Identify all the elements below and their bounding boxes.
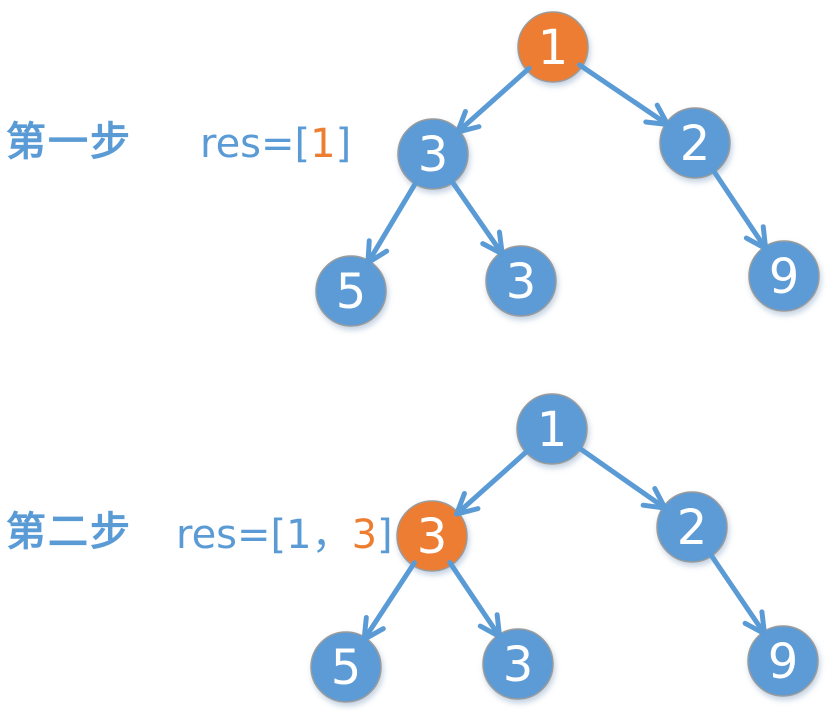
- edge-line: [494, 612, 503, 640]
- tree-node-value: 3: [417, 509, 448, 565]
- step-2-label: 第二步: [6, 509, 132, 555]
- edge-line: [365, 238, 372, 266]
- tree-node-value: 3: [418, 127, 449, 183]
- tree-node-value: 2: [680, 116, 711, 172]
- tree-node: [656, 491, 728, 563]
- edge-line: [455, 108, 468, 135]
- edge-line: [480, 241, 505, 257]
- tree-node: [310, 631, 382, 703]
- edge-line: [448, 177, 505, 257]
- edge-line: [365, 248, 390, 266]
- tree-node-value: 2: [677, 500, 708, 556]
- tree-edge-arrow: [448, 177, 505, 257]
- tree-node-value: 5: [336, 264, 367, 320]
- edge-line: [454, 447, 531, 517]
- edge-line: [455, 124, 482, 135]
- edge-line: [361, 615, 369, 642]
- edge-line: [365, 178, 420, 266]
- edge-line: [643, 119, 671, 128]
- step-1-result-text: res=[1]: [200, 122, 351, 166]
- res-prefix: res=[1，: [176, 512, 352, 558]
- edge-line: [743, 235, 769, 252]
- res-highlight-value: 1: [310, 121, 336, 167]
- edge-line: [361, 626, 386, 642]
- edge-line: [447, 560, 503, 640]
- edge-line: [496, 229, 505, 257]
- edge-line: [710, 167, 769, 252]
- tree-node-value: 1: [538, 20, 569, 76]
- res-suffix: ]: [377, 512, 393, 558]
- tree-node-highlighted: [396, 500, 468, 572]
- edge-line: [577, 62, 671, 128]
- tree-node-value: 1: [537, 402, 568, 458]
- tree-node: [659, 107, 731, 179]
- tree-node: [516, 393, 588, 465]
- tree-step-1: 1 3 2 5 3 9: [315, 11, 820, 327]
- tree-node: [397, 118, 469, 190]
- edge-line: [454, 490, 467, 517]
- tree-edge-arrow: [454, 447, 531, 517]
- edge-line: [640, 502, 668, 511]
- res-suffix: ]: [335, 121, 352, 167]
- tree-node-value: 3: [503, 637, 534, 693]
- step-1-label: 第一步: [6, 119, 132, 165]
- edge-line: [654, 102, 671, 128]
- tree-edge-arrow: [710, 167, 769, 252]
- tree-node-value: 5: [331, 640, 362, 696]
- tree-edge-arrow: [575, 444, 668, 511]
- tree-node-value: 3: [506, 254, 537, 310]
- tree-node: [748, 240, 820, 312]
- tree-node: [482, 628, 554, 700]
- tree-edge-arrow: [707, 550, 767, 637]
- tree-edge-arrow: [365, 178, 420, 266]
- edge-line: [477, 623, 503, 640]
- edge-line: [575, 444, 668, 511]
- tree-edge-arrow: [447, 560, 503, 640]
- res-highlight-value: 3: [351, 512, 378, 558]
- tree-edge-arrow: [361, 560, 417, 642]
- tree-node-value: 9: [768, 634, 799, 690]
- tree-node: [485, 245, 557, 317]
- edge-line: [652, 486, 668, 511]
- edge-line: [361, 560, 417, 642]
- edge-line: [455, 65, 532, 135]
- tree-node: [315, 255, 387, 327]
- res-prefix: res=[: [200, 121, 311, 167]
- edge-line: [742, 620, 767, 637]
- tree-node-highlighted: [517, 11, 589, 83]
- edge-line: [454, 506, 481, 517]
- edge-line: [760, 224, 769, 252]
- tree-edge-arrow: [455, 65, 532, 135]
- edge-line: [759, 609, 767, 637]
- edge-line: [707, 550, 767, 637]
- tree-node: [747, 625, 819, 697]
- tree-node-value: 9: [769, 249, 800, 305]
- tree-edge-arrow: [577, 62, 671, 128]
- tree-step-2: 1 3 2 5 3 9: [310, 393, 819, 703]
- step-2-result-text: res=[1，3]: [176, 513, 393, 557]
